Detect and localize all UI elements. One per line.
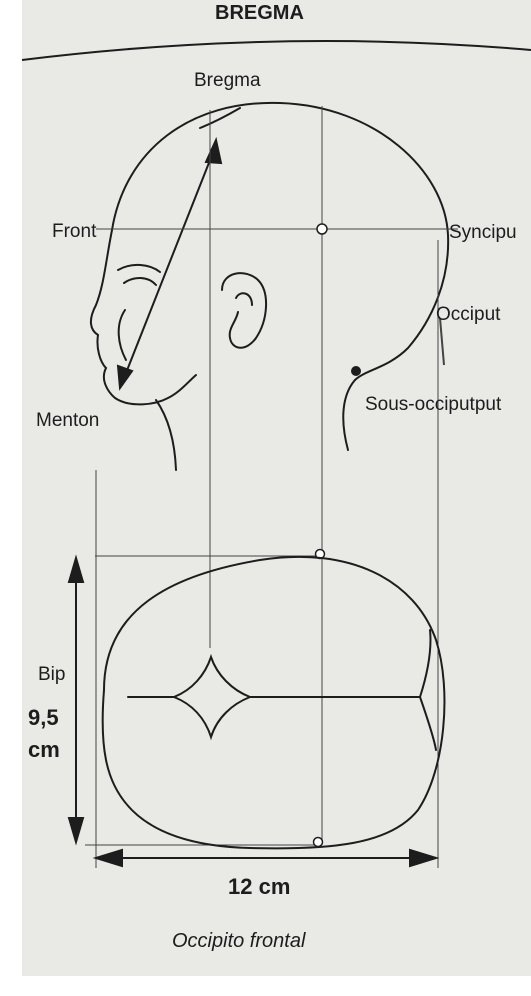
of-arrow — [96, 850, 436, 866]
label-bregma: Bregma — [194, 70, 261, 91]
guide-lines — [85, 106, 458, 868]
label-front: Front — [52, 221, 97, 242]
top-view-back-point — [314, 838, 323, 847]
lambdoid-suture-lower — [420, 697, 436, 750]
label-sous-occiput: Sous-occiputput — [365, 394, 502, 415]
neck-front — [156, 400, 176, 470]
eyebrow — [118, 265, 160, 272]
label-menton: Menton — [36, 410, 99, 431]
face-profile — [91, 230, 196, 404]
cheek — [119, 310, 126, 360]
header-rule — [22, 41, 531, 60]
label-of-caption: Occipito frontal — [172, 930, 306, 952]
neck-back — [343, 380, 355, 450]
label-sinciput: Syncipu — [449, 222, 517, 243]
skull-top-outline — [103, 557, 445, 849]
label-bip-unit: cm — [28, 737, 60, 762]
ear — [222, 273, 266, 348]
label-bip-value: 9,5 — [28, 705, 59, 730]
label-bip: Bip — [38, 664, 65, 685]
skull-outline — [112, 103, 448, 380]
bip-arrow — [69, 558, 83, 842]
bregma-fontanelle — [200, 108, 240, 128]
anterior-fontanelle — [174, 657, 250, 737]
sous-occiput-point — [351, 366, 361, 376]
diameter-arrow — [118, 140, 221, 388]
skull-top-view — [103, 557, 445, 849]
sinciput-point — [317, 224, 327, 234]
eye — [124, 278, 156, 285]
lambdoid-suture-upper — [420, 630, 431, 697]
label-occiput: Occiput — [436, 304, 501, 325]
label-of-length: 12 cm — [228, 874, 290, 899]
header-title: BREGMA — [215, 2, 304, 24]
ear-inner — [236, 293, 252, 305]
